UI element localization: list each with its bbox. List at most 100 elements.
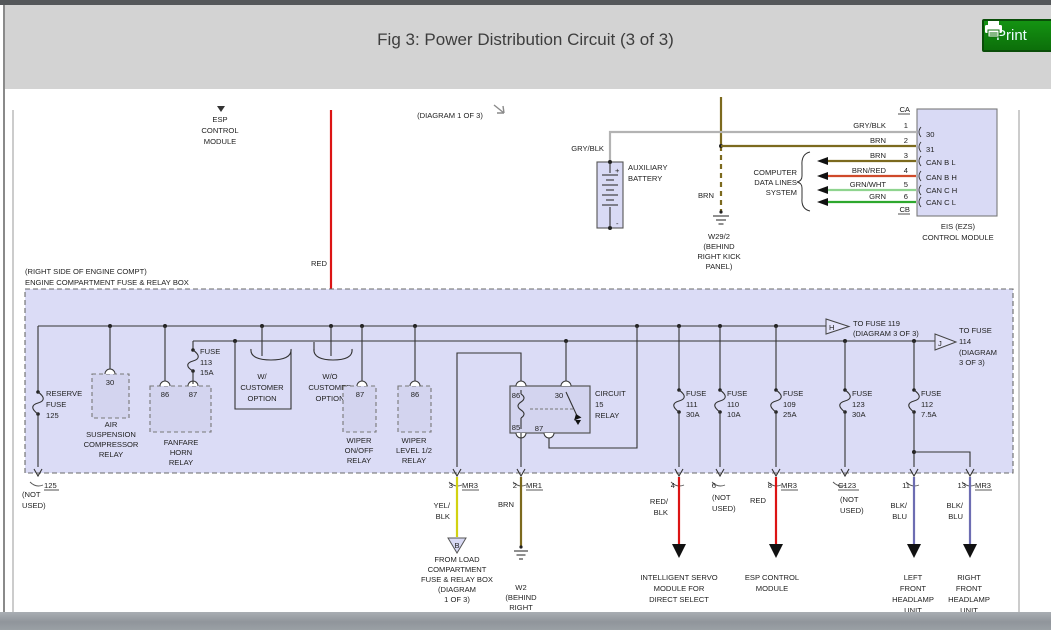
print-button[interactable]: Print: [982, 19, 1051, 52]
box-location-label: (RIGHT SIDE OF ENGINE COMPT): [25, 267, 147, 276]
wiper-level-relay: 86 WIPER LEVEL 1/2 RELAY: [396, 326, 432, 465]
svg-text:13: 13: [958, 481, 966, 490]
svg-text:123: 123: [852, 400, 865, 409]
svg-text:87: 87: [356, 390, 364, 399]
svg-text:J: J: [938, 339, 942, 348]
svg-text:UNIT: UNIT: [960, 606, 978, 615]
svg-text:HEADLAMP: HEADLAMP: [892, 595, 934, 604]
svg-text:31: 31: [926, 145, 934, 154]
svg-text:BRN: BRN: [498, 500, 514, 509]
svg-text:B: B: [454, 541, 459, 550]
svg-text:15: 15: [595, 400, 603, 409]
viewer-header: [5, 5, 1051, 89]
svg-text:RED/: RED/: [650, 497, 669, 506]
to-fuse-114-arrow: J TO FUSE 114 (DIAGRAM 3 OF 3): [934, 326, 997, 367]
svg-text:BRN: BRN: [870, 136, 886, 145]
power-bus-wires: [38, 324, 935, 343]
svg-text:HEADLAMP: HEADLAMP: [948, 595, 990, 604]
svg-text:YEL/: YEL/: [434, 501, 451, 510]
svg-text:GRN/WHT: GRN/WHT: [850, 180, 887, 189]
exit-125: 125 (NOT USED): [22, 481, 59, 510]
svg-text:2: 2: [904, 136, 908, 145]
svg-text:(DIAGRAM: (DIAGRAM: [959, 348, 997, 357]
svg-text:CIRCUIT: CIRCUIT: [595, 389, 626, 398]
svg-text:RELAY: RELAY: [99, 450, 123, 459]
svg-text:USED): USED): [840, 506, 864, 515]
brace-icon: [796, 151, 811, 212]
svg-text:BLK/: BLK/: [947, 501, 964, 510]
svg-text:111: 111: [686, 400, 698, 409]
svg-text:CAN C L: CAN C L: [926, 198, 956, 207]
arrowhead-icon: [817, 198, 828, 206]
svg-text:RELAY: RELAY: [402, 456, 426, 465]
eis-module-label: EIS (EZS): [941, 222, 976, 231]
svg-text:MR1: MR1: [526, 481, 542, 490]
svg-text:BATTERY: BATTERY: [628, 174, 662, 183]
svg-text:RIGHT KICK: RIGHT KICK: [697, 252, 740, 261]
svg-text:CUSTOMER: CUSTOMER: [308, 383, 352, 392]
esp-ref-label: ESP: [212, 115, 227, 124]
aux-battery: GRY/BLK + - AUXILIARY BATTERY: [571, 130, 916, 230]
svg-text:113: 113: [200, 358, 212, 367]
svg-text:FUSE: FUSE: [46, 400, 66, 409]
svg-text:30: 30: [926, 130, 934, 139]
svg-text:HORN: HORN: [170, 448, 192, 457]
svg-text:4: 4: [904, 166, 908, 175]
svg-text:W/O: W/O: [322, 372, 337, 381]
svg-text:COMPRESSOR: COMPRESSOR: [84, 440, 139, 449]
svg-text:87: 87: [535, 424, 543, 433]
svg-text:85: 85: [512, 423, 520, 432]
svg-text:UNIT: UNIT: [904, 606, 922, 615]
svg-text:BLK: BLK: [654, 508, 668, 517]
svg-text:(BEHIND: (BEHIND: [703, 242, 735, 251]
svg-text:7.5A: 7.5A: [921, 410, 938, 419]
svg-text:OPTION: OPTION: [247, 394, 276, 403]
svg-text:MODULE FOR: MODULE FOR: [654, 584, 705, 593]
window-bottom-bar: [0, 612, 1051, 630]
svg-text:COMPUTER: COMPUTER: [754, 168, 798, 177]
svg-text:FRONT: FRONT: [956, 584, 983, 593]
arrowhead-icon: [817, 172, 828, 180]
exit-8-mr3: 8 MR3 RED ESP CONTROL MODULE: [745, 477, 799, 593]
svg-text:(NOT: (NOT: [840, 495, 859, 504]
svg-text:BLU: BLU: [948, 512, 963, 521]
svg-text:FANFARE: FANFARE: [164, 438, 199, 447]
window-left-edge: [3, 5, 5, 612]
svg-text:SYSTEM: SYSTEM: [766, 188, 797, 197]
svg-text:C123: C123: [838, 481, 856, 490]
svg-text:USED): USED): [712, 504, 736, 513]
svg-text:W2: W2: [515, 583, 526, 592]
svg-text:WIPER: WIPER: [347, 436, 372, 445]
customer-option-links: W/ CUSTOMER OPTION W/O CUSTOMER OPTION: [234, 326, 353, 410]
svg-text:11: 11: [902, 481, 910, 490]
svg-text:LEFT: LEFT: [904, 573, 923, 582]
svg-text:114: 114: [959, 337, 971, 346]
arrowhead-icon: [963, 544, 977, 558]
svg-text:USED): USED): [22, 501, 46, 510]
connector-cb-label: CB: [899, 205, 910, 214]
svg-text:3: 3: [449, 481, 453, 490]
air-suspension-relay: 30 AIR SUSPENSION COMPRESSOR RELAY: [84, 326, 139, 459]
exit-6: 6 (NOT USED): [712, 481, 736, 513]
svg-text:RIGHT: RIGHT: [957, 573, 981, 582]
svg-text:15A: 15A: [200, 368, 214, 377]
svg-text:ESP CONTROL: ESP CONTROL: [745, 573, 799, 582]
svg-text:125: 125: [44, 481, 57, 490]
svg-text:RIGHT: RIGHT: [509, 603, 533, 612]
svg-text:INTELLIGENT SERVO: INTELLIGENT SERVO: [640, 573, 717, 582]
svg-text:SUSPENSION: SUSPENSION: [86, 430, 136, 439]
svg-text:6: 6: [904, 192, 908, 201]
svg-text:86: 86: [411, 390, 419, 399]
svg-text:3: 3: [904, 151, 908, 160]
computer-data-lines: COMPUTER DATA LINES SYSTEM: [754, 151, 811, 212]
svg-text:GRN: GRN: [869, 192, 886, 201]
svg-text:WIPER: WIPER: [402, 436, 427, 445]
diagram-ref-label: (DIAGRAM 1 OF 3): [417, 111, 483, 120]
cursor-arrow-icon: [493, 104, 505, 114]
svg-text:112: 112: [921, 400, 933, 409]
window-top-bar: [0, 0, 1051, 5]
fanfare-horn-relay: 86 87 FANFARE HORN RELAY: [149, 326, 212, 467]
svg-text:RELAY: RELAY: [347, 456, 371, 465]
